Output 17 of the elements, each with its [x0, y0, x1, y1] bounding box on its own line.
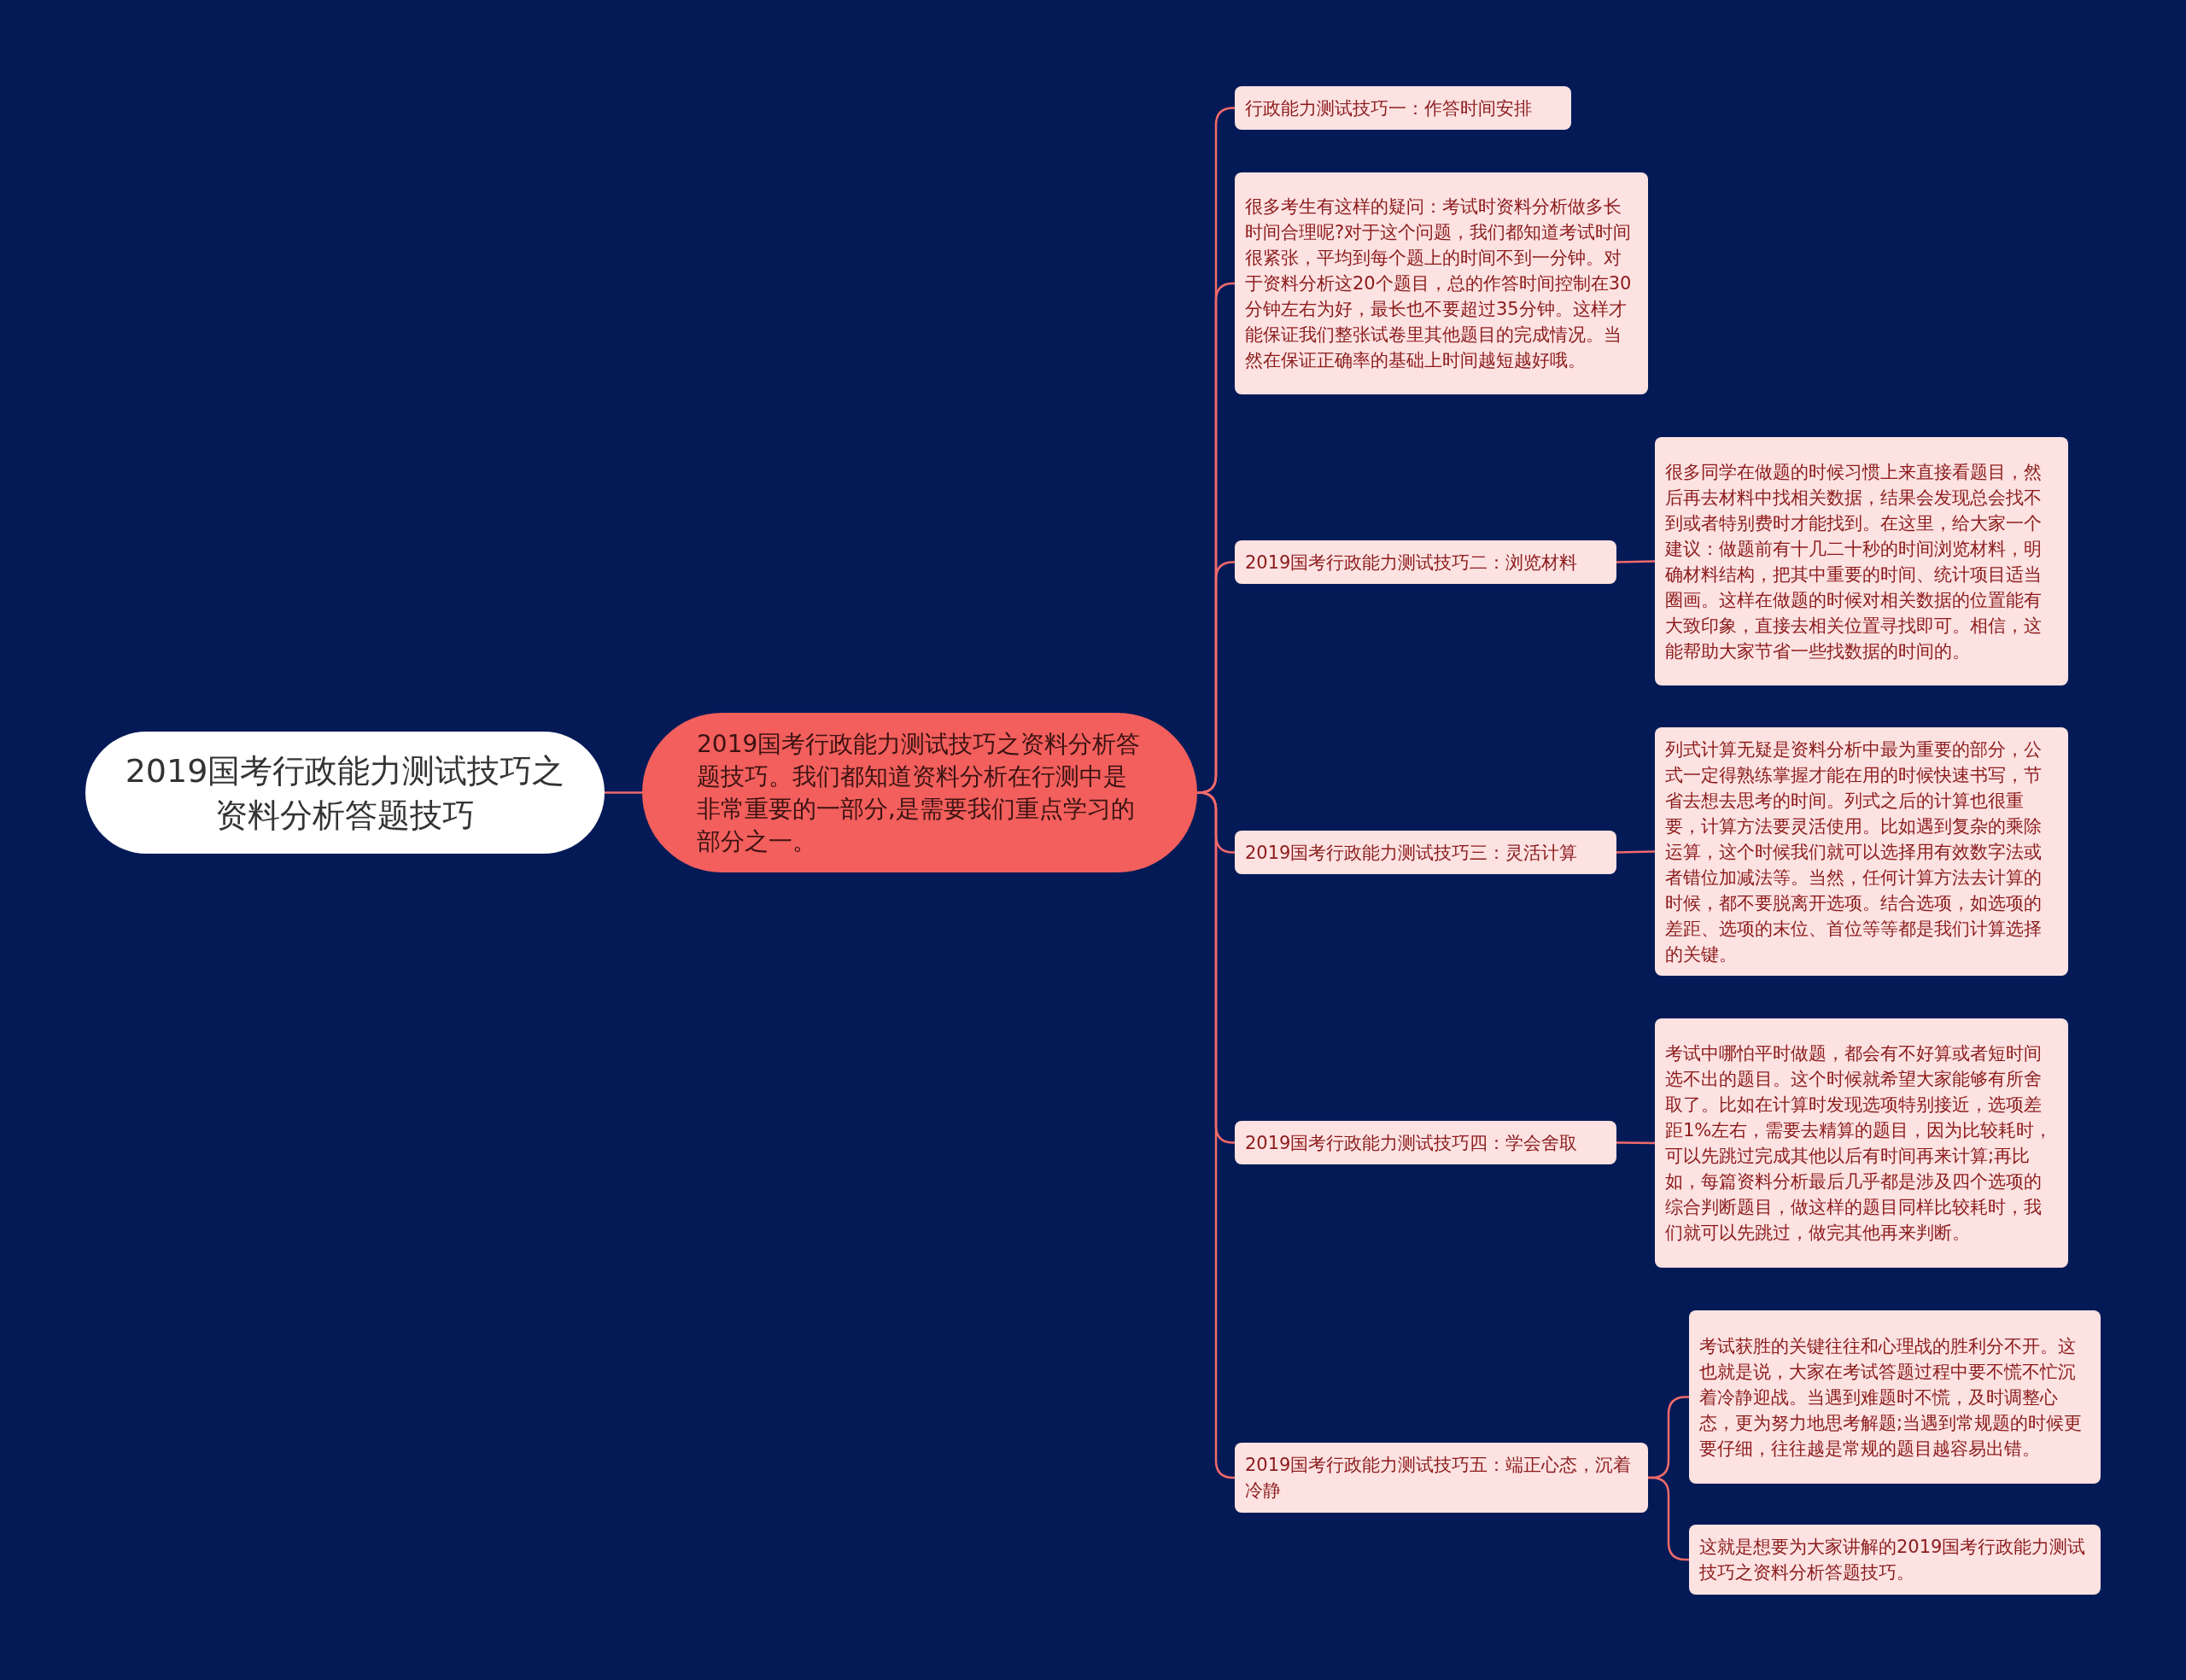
subtopic-card: 2019国考行政能力测试技巧五：端正心态，沉着冷静	[1235, 1443, 1648, 1513]
subtopic-card: 2019国考行政能力测试技巧三：灵活计算	[1235, 831, 1616, 874]
root-topic: 2019国考行政能力测试技巧之资料分析答题技巧	[85, 732, 605, 854]
subtopic-card: 考试中哪怕平时做题，都会有不好算或者短时间选不出的题目。这个时候就希望大家能够有所舍取了。比如在计算时发现选项特别接近，选项差距1%左右，需要去精算的题目，因为比较耗时，可以先跳过完成其他以后有时间再来计算;再比如，每篇资料分析最后几乎都是涉及四个选项的综合判断题目，做这样的题目同样比较耗时，我们就可以先跳过，做完其他再来判断。	[1655, 1018, 2068, 1268]
subtopic-card: 很多考生有这样的疑问：考试时资料分析做多长时间合理呢?对于这个问题，我们都知道考试时间很紧张，平均到每个题上的时间不到一分钟。对于资料分析这20个题目，总的作答时间控制在30分钟左右为好，最长也不要超过35分钟。这样才能保证我们整张试卷里其他题目的完成情况。当然在保证正确率的基础上时间越短越好哦。	[1235, 172, 1648, 394]
subtopic-card: 列式计算无疑是资料分析中最为重要的部分，公式一定得熟练掌握才能在用的时候快速书写，节省去想去思考的时间。列式之后的计算也很重要，计算方法要灵活使用。比如遇到复杂的乘除运算，这个时候我们就可以选择用有效数字法或者错位加减法等。当然，任何计算方法去计算的时候，都不要脱离开选项。结合选项，如选项的差距、选项的末位、首位等等都是我们计算选择的关键。	[1655, 727, 2068, 976]
subtopic-card: 2019国考行政能力测试技巧四：学会舍取	[1235, 1121, 1616, 1164]
connector-line	[605, 791, 642, 794]
subtopic-card: 这就是想要为大家讲解的2019国考行政能力测试技巧之资料分析答题技巧。	[1689, 1525, 2101, 1595]
subtopic-card: 很多同学在做题的时候习惯上来直接看题目，然后再去材料中找相关数据，结果会发现总会找不到或者特别费时才能找到。在这里，给大家一个建议：做题前有十几二十秒的时间浏览材料，明确材料结构，把其中重要的时间、统计项目适当圈画。这样在做题的时候对相关数据的位置能有大致印象，直接去相关位置寻找即可。相信，这能帮助大家节省一些找数据的时间的。	[1655, 437, 2068, 685]
connector-line	[1616, 1141, 1655, 1145]
subtopic-card: 2019国考行政能力测试技巧二：浏览材料	[1235, 540, 1616, 584]
connector-line	[1616, 850, 1656, 854]
subtopic-card: 考试获胜的关键往往和心理战的胜利分不开。这也就是说，大家在考试答题过程中要不慌不忙沉着冷静迎战。当遇到难题时不慌，及时调整心态，更为努力地思考解题;当遇到常规题的时候更要仔细，往往越是常规的题目越容易出错。	[1689, 1310, 2101, 1484]
main-topic: 2019国考行政能力测试技巧之资料分析答题技巧。我们都知道资料分析在行测中是非常重要的一部分,是需要我们重点学习的部分之一。	[642, 713, 1197, 872]
connector-line	[1616, 560, 1656, 563]
subtopic-card: 行政能力测试技巧一：作答时间安排	[1235, 86, 1571, 130]
